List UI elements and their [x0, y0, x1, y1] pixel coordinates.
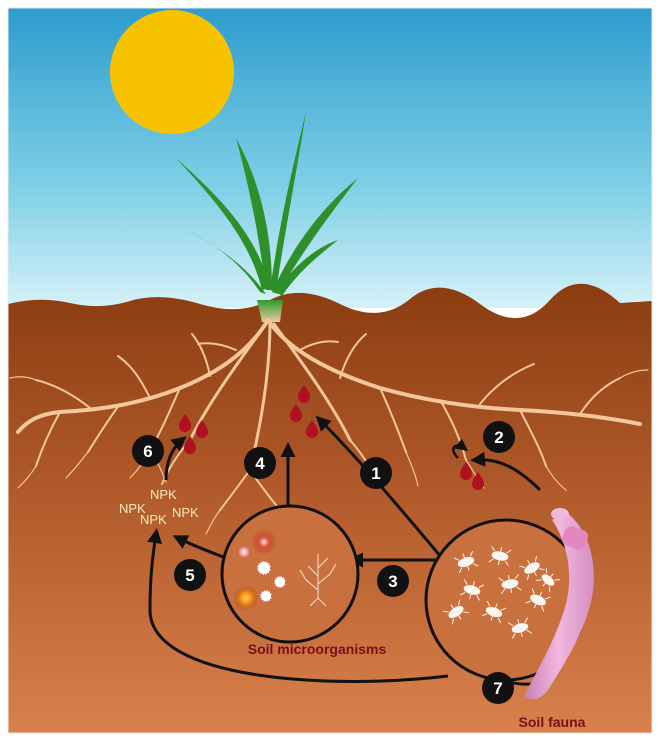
soil-microorganisms-label: Soil microorganisms: [248, 641, 387, 657]
microbe-spore: [260, 590, 272, 602]
step-badge-label: 7: [493, 679, 502, 698]
step-badge-label: 5: [185, 566, 194, 585]
step-badge-7: 7: [482, 672, 514, 704]
sky: [8, 8, 652, 308]
microbe-pink: [237, 545, 251, 559]
microorganisms-inset: [222, 506, 358, 642]
step-badge-5: 5: [174, 559, 206, 591]
step-badge-3: 3: [377, 565, 409, 597]
sun: [110, 10, 234, 134]
microbe-orange: [234, 586, 258, 610]
step-badge-label: 3: [388, 572, 397, 591]
step-badge-label: 4: [255, 454, 265, 473]
microbe-red: [251, 529, 277, 555]
microbe-spore: [274, 576, 286, 588]
nutrient-label: NPK: [140, 512, 167, 527]
step-badge-label: 1: [371, 464, 380, 483]
microbe-spore: [257, 561, 271, 575]
step-badge-1: 1: [360, 457, 392, 489]
step-badge-6: 6: [132, 435, 164, 467]
nutrient-label: NPK: [150, 487, 177, 502]
step-badge-label: 2: [494, 428, 503, 447]
soil-fauna-label: Soil fauna: [519, 714, 586, 730]
nutrient-label: NPK: [172, 505, 199, 520]
step-badge-4: 4: [244, 447, 276, 479]
step-badge-2: 2: [483, 421, 515, 453]
step-badge-label: 6: [143, 442, 152, 461]
